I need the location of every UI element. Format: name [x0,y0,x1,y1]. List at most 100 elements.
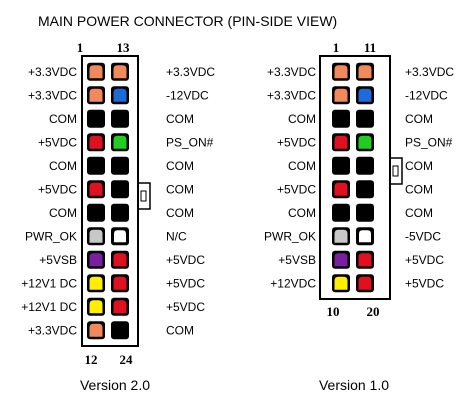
v1-left-label-3: COM [288,112,316,126]
v2-pin-right-11 [113,300,127,314]
v1-latch-slot [392,165,399,177]
v1-pin-left-3 [334,112,348,126]
v2-left-label-1: +3.3VDC [28,65,77,79]
v2-version-label: Version 2.0 [80,377,150,393]
v2-right-label-9: +5VDC [166,253,205,267]
v1-left-label-6: +5VDC [277,182,316,196]
v2-latch-slot [140,190,147,202]
v2-pin-left-3 [89,112,103,126]
v2-right-label-5: COM [166,159,194,173]
v2-pin-left-2 [89,88,103,102]
v1-pin-left-5 [334,159,348,173]
v1-pin-left-4 [334,135,348,149]
v2-left-label-2: +3.3VDC [28,88,77,102]
v2-pin-right-2 [113,88,127,102]
v1-connector-body [319,55,391,300]
v2-right-label-10: +5VDC [166,276,205,290]
v2-left-label-8: PWR_OK [25,229,77,243]
v2-pin-left-12 [89,323,103,337]
v1-left-label-8: PWR_OK [264,229,316,243]
v1-pin-10-label: 10 [327,304,340,319]
v1-pin-left-1 [334,65,348,79]
v1-pin-right-6 [358,182,372,196]
v2-pin-right-5 [113,159,127,173]
v2-pin-right-3 [113,112,127,126]
v2-pin-right-9 [113,253,127,267]
v2-right-label-6: COM [166,182,194,196]
v1-pin-left-9 [334,253,348,267]
v1-pin-right-7 [358,206,372,220]
v1-pin-1-label: 1 [333,40,340,55]
v1-pin-left-10 [334,276,348,290]
v1-left-label-2: +3.3VDC [267,88,316,102]
v1-left-label-1: +3.3VDC [267,65,316,79]
v2-pin-right-1 [113,65,127,79]
v2-left-label-10: +12V1 DC [21,276,77,290]
v1-latch [390,157,403,185]
v1-right-label-6: COM [405,182,433,196]
v2-pin-left-10 [89,276,103,290]
v2-right-label-12: COM [166,323,194,337]
v2-pin-left-4 [89,135,103,149]
v2-pin-right-7 [113,206,127,220]
v2-left-label-3: COM [49,112,77,126]
v1-pin-left-8 [334,229,348,243]
v1-pin-11-label: 11 [364,40,376,55]
v1-right-label-4: PS_ON# [405,135,453,149]
v1-pin-left-7 [334,206,348,220]
v1-left-label-10: +12VDC [270,276,316,290]
v2-left-label-11: +12V1 DC [21,300,77,314]
diagram-title: MAIN POWER CONNECTOR (PIN-SIDE VIEW) [38,13,337,29]
v2-left-label-7: COM [49,206,77,220]
v1-right-label-3: COM [405,112,433,126]
v2-pin-left-9 [89,253,103,267]
v1-right-label-5: COM [405,159,433,173]
v1-pin-right-3 [358,112,372,126]
v1-right-label-2: -12VDC [405,88,448,102]
v2-right-label-3: COM [166,112,194,126]
v1-pin-right-1 [358,65,372,79]
v2-right-label-4: PS_ON# [166,135,214,149]
v1-pin-left-2 [334,88,348,102]
v2-right-label-11: +5VDC [166,300,205,314]
v2-pin-left-1 [89,65,103,79]
v2-left-label-4: +5VDC [38,135,77,149]
v2-right-label-2: -12VDC [166,88,209,102]
v1-pin-right-10 [358,276,372,290]
v2-pin-13-label: 13 [117,40,131,55]
v1-left-label-4: +5VDC [277,135,316,149]
v2-right-label-1: +3.3VDC [166,65,215,79]
v1-pin-right-4 [358,135,372,149]
v2-left-label-6: +5VDC [38,182,77,196]
v1-left-label-7: COM [288,206,316,220]
v2-pin-right-4 [113,135,127,149]
v1-right-label-9: +5VDC [405,253,444,267]
v1-pin-right-8 [358,229,372,244]
v2-connector-body [81,55,139,347]
v2-left-label-12: +3.3VDC [28,323,77,337]
v2-latch [138,182,151,210]
v1-right-label-8: -5VDC [405,229,441,243]
v2-pin-left-11 [89,300,103,314]
v2-pin-left-8 [89,229,103,243]
v2-left-label-9: +5VSB [39,253,77,267]
v2-pin-24-label: 24 [120,352,134,367]
v2-pin-left-7 [89,206,103,220]
v1-pin-right-5 [358,159,372,173]
v1-pin-20-label: 20 [367,304,380,319]
v2-pin-right-12 [113,323,127,337]
v2-pin-right-8 [113,229,127,244]
v2-pin-right-10 [113,276,127,290]
connector-v2: 1 13 12 24 Version 2.0 +3.3VDC+3.3VDC+3.… [21,40,215,393]
v1-pin-left-6 [334,182,348,196]
v2-right-label-8: N/C [166,229,187,243]
v2-left-label-5: COM [49,159,77,173]
v1-pin-right-9 [358,253,372,267]
v1-left-label-5: COM [288,159,316,173]
v1-right-label-7: COM [405,206,433,220]
v2-pin-left-6 [89,182,103,196]
v2-pin-12-label: 12 [85,352,98,367]
v1-left-label-9: +5VSB [278,253,316,267]
